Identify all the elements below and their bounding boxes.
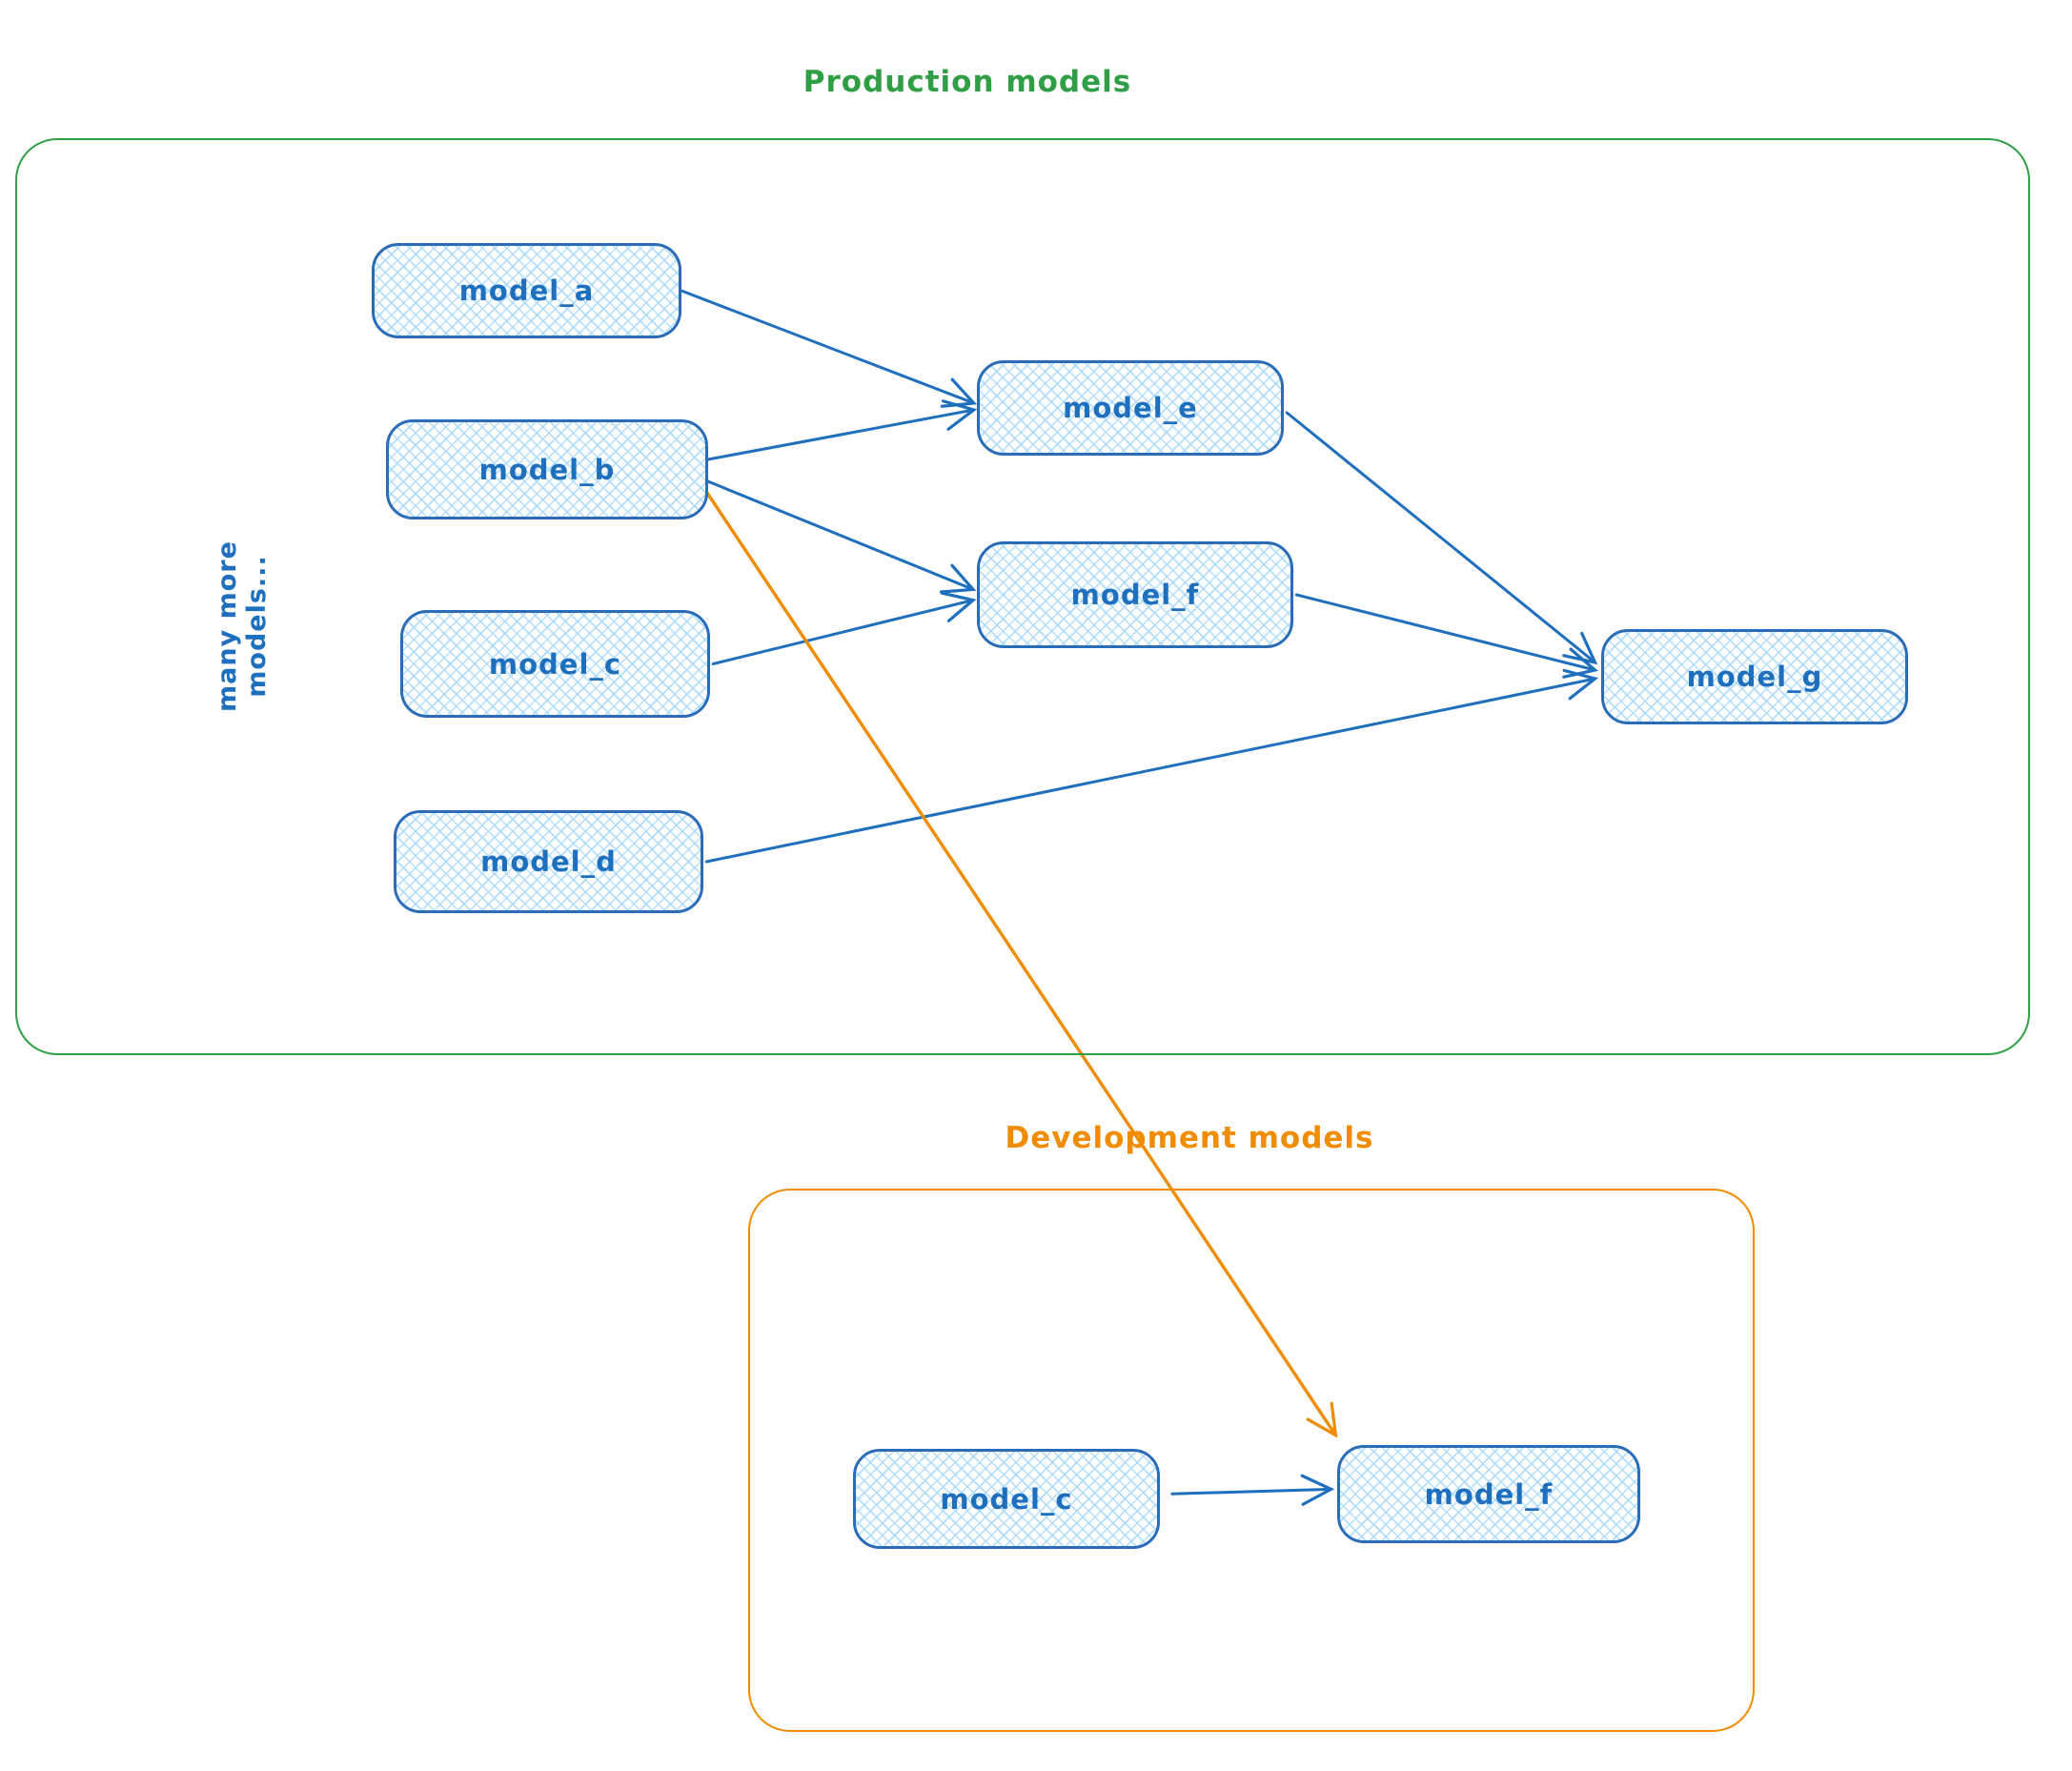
node-model-e[interactable]: model_e	[977, 360, 1284, 456]
node-dev-model-f[interactable]: model_f	[1337, 1445, 1640, 1543]
node-dev-model-c[interactable]: model_c	[853, 1449, 1160, 1549]
production-group-title[interactable]: Production models	[802, 65, 1132, 99]
node-model-f[interactable]: model_f	[977, 541, 1293, 648]
node-model-e-label: model_e	[1063, 392, 1198, 424]
node-model-a-label: model_a	[458, 275, 595, 307]
node-model-d[interactable]: model_d	[394, 810, 703, 913]
development-group-title[interactable]: Development models	[1005, 1121, 1374, 1155]
node-model-a[interactable]: model_a	[372, 243, 681, 338]
node-dev-model-c-label: model_c	[940, 1482, 1073, 1516]
node-model-b-label: model_b	[478, 453, 616, 486]
node-model-c-label: model_c	[488, 647, 622, 681]
node-model-g-label: model_g	[1686, 661, 1823, 693]
node-model-f-label: model_f	[1070, 579, 1200, 611]
node-dev-model-f-label: model_f	[1424, 1477, 1554, 1511]
node-model-c[interactable]: model_c	[400, 610, 710, 718]
development-group-box[interactable]	[748, 1189, 1755, 1732]
node-model-g[interactable]: model_g	[1601, 629, 1908, 724]
production-group-box[interactable]	[15, 138, 2030, 1055]
node-model-b[interactable]: model_b	[386, 419, 708, 519]
many-more-models-label[interactable]: many more models...	[213, 540, 272, 712]
node-model-d-label: model_d	[480, 845, 617, 878]
